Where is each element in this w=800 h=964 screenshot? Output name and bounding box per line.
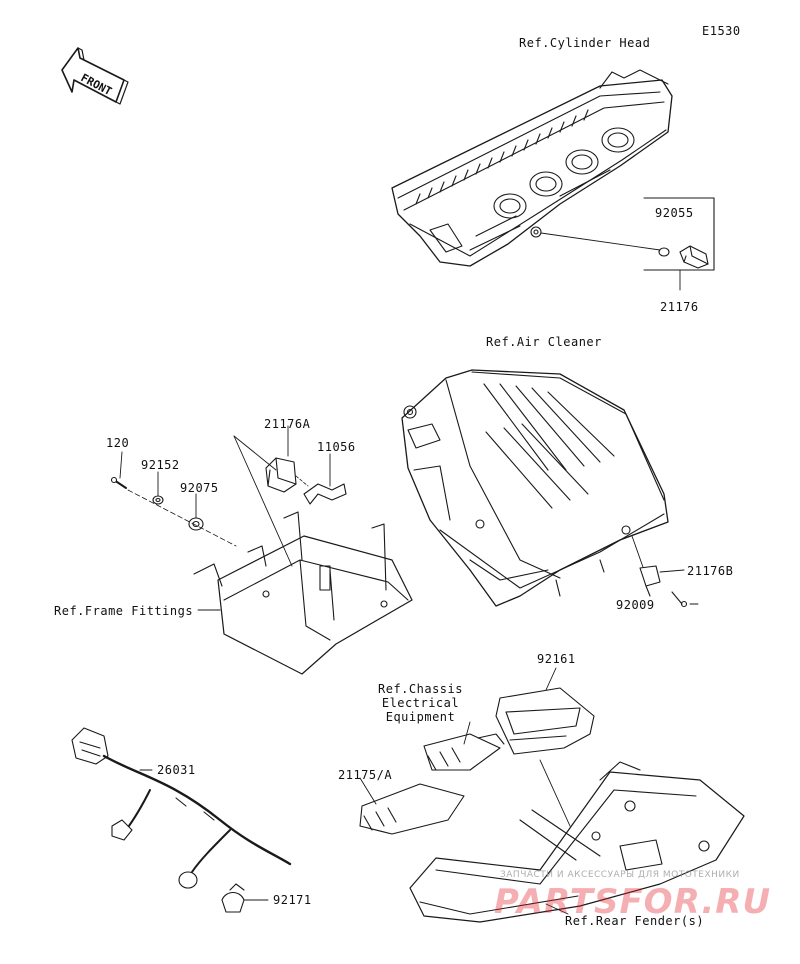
part-label-26031: 26031 [157, 763, 196, 777]
ref-cylinder-head-label: Ref.Cylinder Head [519, 36, 651, 50]
part-label-92171: 92171 [273, 893, 312, 907]
part-label-21176: 21176 [660, 300, 699, 314]
diagram-code: E1530 [702, 24, 741, 38]
wire-harness-26031 [71, 727, 292, 889]
watermark-tagline: ЗАПЧАСТИ И АКСЕССУАРЫ ДЛЯ МОТОТЕХНИКИ [500, 870, 740, 880]
mounting-hardware-group [110, 451, 237, 547]
part-label-21175A: 21175/A [338, 768, 393, 782]
part-label-92075: 92075 [180, 481, 219, 495]
watermark-logo: ЗАПЧАСТИ И АКСЕССУАРЫ ДЛЯ МОТОТЕХНИКИ PA… [494, 868, 794, 922]
frame-fittings-tray [193, 435, 413, 675]
sensor-21176B-part [631, 535, 699, 608]
part-label-21176B: 21176B [687, 564, 734, 578]
part-label-11056: 11056 [317, 440, 356, 454]
part-label-92009: 92009 [616, 598, 655, 612]
watermark-brand: PARTSFOR.RU [494, 882, 772, 922]
clamp-92171-part [221, 883, 269, 913]
ref-air-cleaner-label: Ref.Air Cleaner [486, 335, 602, 349]
air-cleaner-drawing [401, 369, 669, 607]
front-arrow-icon: FRONT [61, 47, 129, 105]
rear-fender-drawing [409, 759, 745, 923]
part-label-92055: 92055 [655, 206, 694, 220]
sensor-21176A-part [265, 425, 347, 505]
ref-rear-fender-label: Ref.Rear Fender(s) [565, 914, 705, 928]
ref-frame-fittings-label: Ref.Frame Fittings [54, 604, 194, 618]
ref-chassis-electrical-label: Ref.Chassis Electrical Equipment [378, 682, 463, 724]
part-label-92161: 92161 [537, 652, 576, 666]
ecu-21175-part [359, 721, 505, 835]
sensor-21176-group [540, 197, 715, 291]
part-label-120: 120 [106, 436, 130, 450]
part-label-92152: 92152 [141, 458, 180, 472]
part-label-21176A: 21176A [264, 417, 311, 431]
cylinder-head-drawing [391, 69, 673, 267]
rubber-cover-92161 [495, 667, 595, 755]
